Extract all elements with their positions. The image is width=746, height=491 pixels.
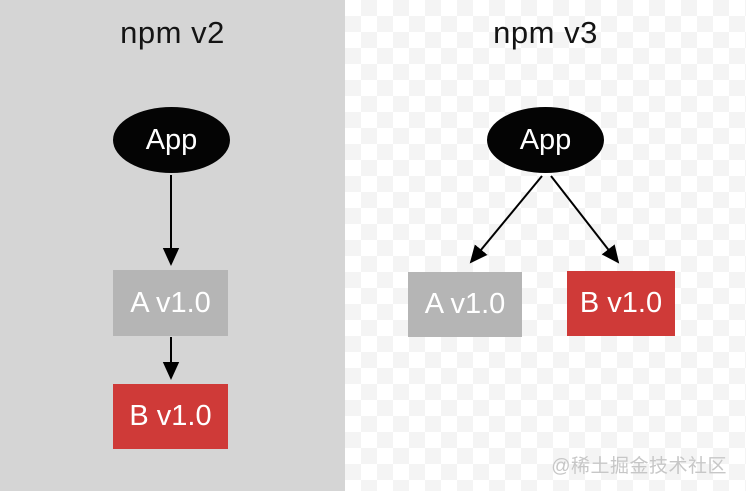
panel-npm-v2-title: npm v2 xyxy=(120,15,225,50)
juejin-watermark: @稀土掘金技术社区 xyxy=(551,456,727,477)
panel-npm-v2: npm v2 App A v1.0 B v1.0 xyxy=(0,0,345,491)
app-node-label: App xyxy=(145,123,198,156)
dependency-node-a-label: A v1.0 xyxy=(424,288,506,320)
app-node: App xyxy=(113,107,230,173)
arrow-app-to-b xyxy=(550,175,620,264)
dependency-node-b: B v1.0 xyxy=(567,271,675,336)
dependency-node-b-label: B v1.0 xyxy=(579,287,663,319)
panel-npm-v3: npm v3 App A v1.0 B v1.0 xyxy=(345,0,746,491)
dependency-node-a: A v1.0 xyxy=(408,272,522,337)
panel-npm-v3-title: npm v3 xyxy=(493,15,598,50)
npm-v3-edges-layer xyxy=(469,175,620,264)
app-node: App xyxy=(487,107,604,173)
dependency-node-a: A v1.0 xyxy=(113,270,228,336)
app-node-label: App xyxy=(519,123,572,156)
arrow-app-to-a xyxy=(469,175,543,264)
dependency-node-b: B v1.0 xyxy=(113,384,228,449)
dependency-node-a-label: A v1.0 xyxy=(130,286,211,319)
dependency-node-b-label: B v1.0 xyxy=(129,400,212,432)
